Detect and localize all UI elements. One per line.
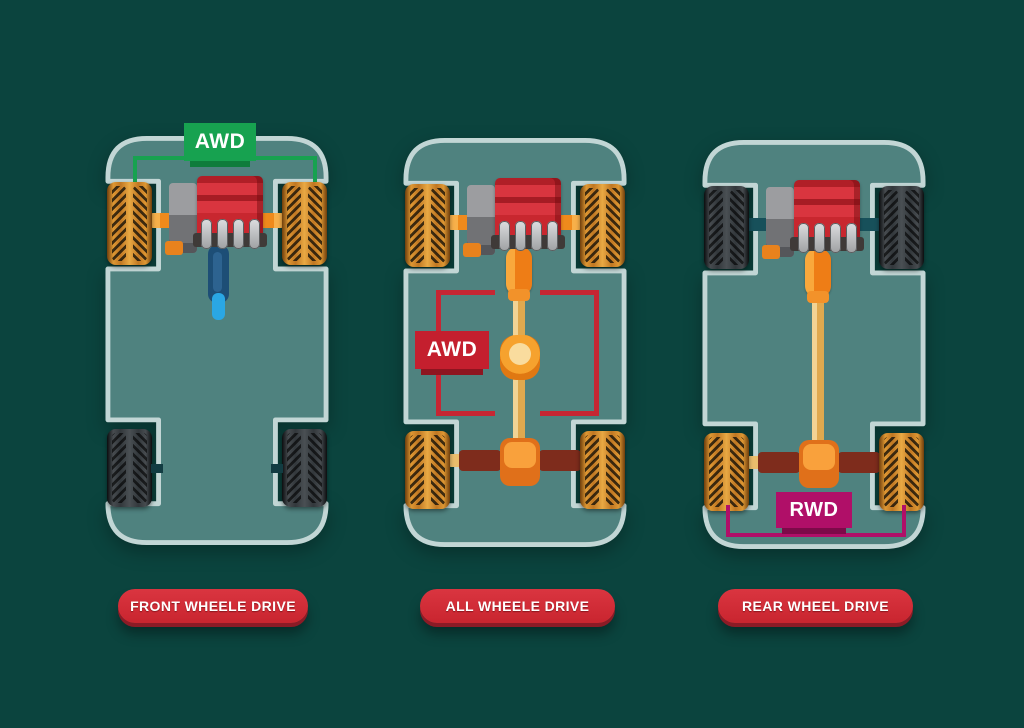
wheel-front-right-icon xyxy=(580,184,625,267)
awd-badge: AWD xyxy=(415,331,489,375)
wheel-rear-left-icon xyxy=(405,431,450,509)
rear-stub-right xyxy=(271,464,283,473)
engine-cylinders xyxy=(201,219,260,249)
cylinder xyxy=(830,223,841,253)
driveshaft-coupling xyxy=(506,247,532,295)
rwd-badge: RWD xyxy=(776,492,852,534)
rear-axle-housing-right xyxy=(838,452,880,473)
wheel-front-right-icon xyxy=(879,186,924,269)
rwd-badge-label: RWD xyxy=(789,498,839,521)
fwd-badge: AWD xyxy=(184,123,256,167)
panel-all-wheel-drive: AWD xyxy=(403,135,627,550)
driveshaft-collar xyxy=(807,291,829,303)
caption-label: REAR WHEEL DRIVE xyxy=(742,598,889,614)
cylinder xyxy=(547,221,558,251)
wheel-rear-left-icon xyxy=(107,429,152,507)
badge-shade xyxy=(421,369,483,375)
rear-differential-icon xyxy=(500,438,540,486)
badge-shade xyxy=(782,528,846,534)
driveshaft-coupling xyxy=(805,249,831,297)
cylinder xyxy=(217,219,228,249)
caption-front-wheel-drive: FRONT WHEELE DRIVE xyxy=(118,589,308,623)
cylinder xyxy=(846,223,857,253)
caption-all-wheel-drive: ALL WHEELE DRIVE xyxy=(420,589,615,623)
wheel-rear-right-icon xyxy=(580,431,625,509)
wheel-front-left-icon xyxy=(704,186,749,269)
gearbox-cap xyxy=(463,243,481,257)
wheel-front-right-icon xyxy=(282,182,327,265)
badge-shade xyxy=(190,161,250,167)
transmission-output-shaft xyxy=(208,245,229,303)
gearbox-cap xyxy=(762,245,780,259)
transmission-output-tip xyxy=(212,293,225,320)
wheel-rear-right-icon xyxy=(879,433,924,511)
rear-axle-housing-left xyxy=(758,452,800,473)
fwd-badge-label: AWD xyxy=(194,130,246,153)
rear-axle-housing-right xyxy=(539,450,581,471)
cylinder xyxy=(814,223,825,253)
awd-badge-label: AWD xyxy=(426,338,478,361)
caption-label: ALL WHEELE DRIVE xyxy=(445,598,590,614)
panel-front-wheel-drive: AWD xyxy=(105,123,329,548)
cylinder xyxy=(798,223,809,253)
gearbox-cap xyxy=(165,241,183,255)
cylinder xyxy=(499,221,510,251)
cylinder xyxy=(515,221,526,251)
cylinder xyxy=(531,221,542,251)
rear-stub-left xyxy=(151,464,163,473)
engine-cylinders xyxy=(798,223,857,253)
cylinder xyxy=(233,219,244,249)
panel-rear-wheel-drive: RWD xyxy=(702,137,926,552)
center-joint-icon xyxy=(500,335,540,380)
driveshaft xyxy=(812,295,824,450)
awd-bracket-right xyxy=(540,290,599,416)
cylinder xyxy=(249,219,260,249)
rear-differential-icon xyxy=(799,440,839,488)
chassis-outline xyxy=(105,135,329,546)
rear-axle-housing-left xyxy=(459,450,501,471)
rwd-bracket xyxy=(726,505,906,537)
caption-label: FRONT WHEELE DRIVE xyxy=(130,598,296,614)
wheel-rear-right-icon xyxy=(282,429,327,507)
cylinder xyxy=(201,219,212,249)
wheel-front-left-icon xyxy=(107,182,152,265)
wheel-front-left-icon xyxy=(405,184,450,267)
caption-rear-wheel-drive: REAR WHEEL DRIVE xyxy=(718,589,913,623)
wheel-rear-left-icon xyxy=(704,433,749,511)
driveshaft-collar xyxy=(508,289,530,301)
engine-cylinders xyxy=(499,221,558,251)
